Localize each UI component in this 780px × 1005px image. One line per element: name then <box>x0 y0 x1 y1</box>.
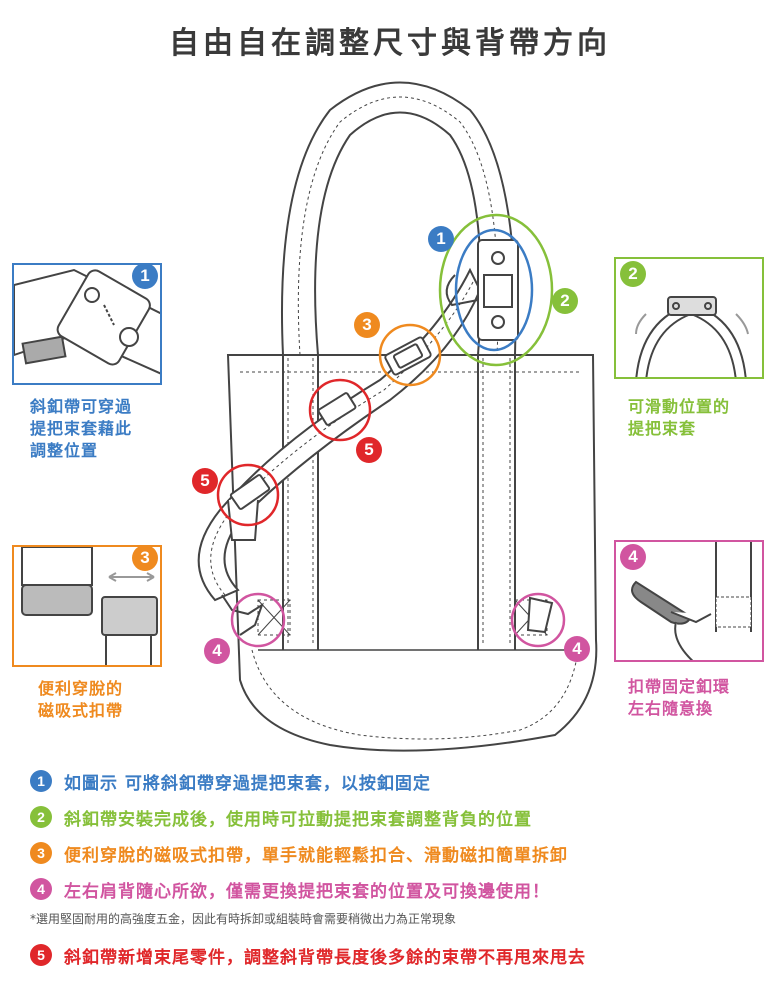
detail-panel-3: 3 <box>12 545 162 667</box>
strap-keeper <box>229 392 357 510</box>
callout-badge-4a: 4 <box>204 638 230 664</box>
panel-caption-3: 便利穿脫的 磁吸式扣帶 <box>38 679 124 720</box>
callout-badge-2: 2 <box>552 288 578 314</box>
panel-badge-2: 2 <box>620 261 646 287</box>
note-text-4: 左右肩背隨心所欲，僅需更換提把束套的位置及可換邊使用！ <box>64 881 550 902</box>
callout-badge-3: 3 <box>354 312 380 338</box>
callout-badge-5b: 5 <box>192 468 218 494</box>
callout-ring-3 <box>378 323 442 387</box>
sliding-sleeve-illustration <box>635 296 749 377</box>
panel-badge-3: 3 <box>132 547 158 571</box>
note-badge-2: 2 <box>30 806 52 828</box>
callout-ring-1 <box>454 228 534 352</box>
note-badge-1: 1 <box>30 770 52 792</box>
panel-caption-1: 斜釦帶可穿過 提把束套藉此 調整位置 <box>30 397 133 460</box>
magnetic-buckle-illustration <box>21 547 158 665</box>
note-text-5: 斜釦帶新增束尾零件，調整斜背帶長度後多餘的束帶不再甩來甩去 <box>64 947 586 968</box>
panel-caption-2: 可滑動位置的 提把束套 <box>628 397 731 438</box>
handle-sleeve <box>445 239 519 341</box>
note-badge-5: 5 <box>30 944 52 966</box>
note-3: 3 便利穿脫的磁吸式扣帶，單手就能輕鬆扣合、滑動磁扣簡單拆卸 <box>30 840 568 866</box>
magnetic-buckle <box>384 336 432 376</box>
note-4: 4 左右肩背隨心所欲，僅需更換提把束套的位置及可換邊使用！ <box>30 876 550 902</box>
callout-ring-4a <box>230 592 286 648</box>
detail-panel-1: 1 <box>12 263 162 385</box>
panel-badge-4: 4 <box>620 544 646 570</box>
callout-badge-4b: 4 <box>564 636 590 662</box>
note-badge-4: 4 <box>30 878 52 900</box>
note-text-3: 便利穿脫的磁吸式扣帶，單手就能輕鬆扣合、滑動磁扣簡單拆卸 <box>64 845 568 866</box>
note-5: 5 斜釦帶新增束尾零件，調整斜背帶長度後多餘的束帶不再甩來甩去 <box>30 942 586 968</box>
callout-ring-5b <box>216 463 280 527</box>
sleeve-detail-illustration <box>14 268 160 375</box>
callout-badge-5a: 5 <box>356 437 382 463</box>
footnote: *選用堅固耐用的高強度五金，因此有時拆卸或組裝時會需要稍微出力為正常現象 <box>30 912 457 926</box>
snap-hooks <box>221 594 554 636</box>
snap-hook-illustration <box>631 542 752 660</box>
note-text-1: 如圖示 可將斜釦帶穿過提把束套，以按釦固定 <box>64 773 431 794</box>
bag-body <box>226 81 598 752</box>
callout-ring-2 <box>438 213 554 367</box>
page-title: 自由自在調整尺寸與背帶方向 <box>169 26 611 61</box>
callout-ring-5a <box>308 378 372 442</box>
note-1: 1 如圖示 可將斜釦帶穿過提把束套，以按釦固定 <box>30 768 431 794</box>
note-badge-3: 3 <box>30 842 52 864</box>
bag-diagram <box>197 81 598 752</box>
panel-caption-4: 扣帶固定釦環 左右隨意換 <box>628 677 731 718</box>
note-2: 2 斜釦帶安裝完成後，使用時可拉動提把束套調整背負的位置 <box>30 804 532 830</box>
detail-panel-4: 4 <box>614 540 764 662</box>
detail-panel-2: 2 <box>614 257 764 379</box>
note-text-2: 斜釦帶安裝完成後，使用時可拉動提把束套調整背負的位置 <box>64 809 532 830</box>
panel-badge-1: 1 <box>132 265 158 289</box>
callout-badge-1: 1 <box>428 226 454 252</box>
callout-ring-4b <box>510 592 566 648</box>
